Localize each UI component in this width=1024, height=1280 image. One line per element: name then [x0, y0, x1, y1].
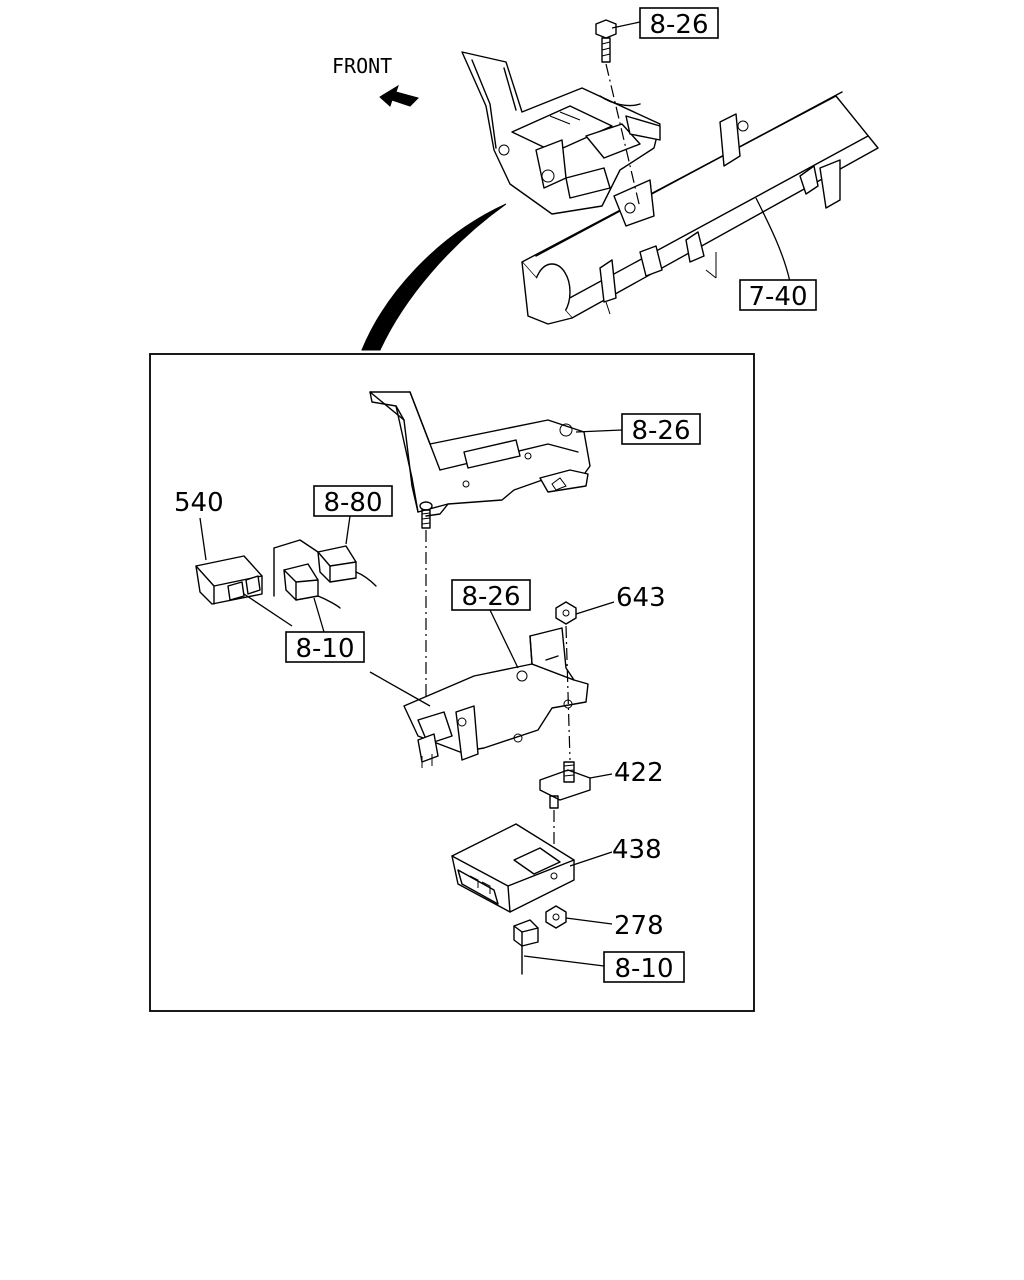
- callout-lower-bracket: 8-26: [451, 579, 531, 669]
- upper-bracket: [369, 391, 591, 517]
- callout-upper-nut: 643: [575, 583, 666, 615]
- svg-text:8-26: 8-26: [631, 416, 690, 446]
- front-indicator: FRONT: [332, 54, 419, 107]
- upper-nut: [555, 601, 577, 625]
- svg-text:643: 643: [616, 583, 666, 613]
- detail-arrow: [361, 203, 507, 351]
- svg-text:438: 438: [612, 835, 662, 865]
- callout-upper-bracket: 8-26: [575, 413, 701, 446]
- front-label: FRONT: [332, 54, 392, 78]
- front-arrow-icon: [379, 84, 419, 107]
- relay: [195, 555, 263, 605]
- bracket-screw: [419, 501, 433, 529]
- svg-text:7-40: 7-40: [748, 282, 807, 312]
- svg-text:8-26: 8-26: [461, 582, 520, 612]
- control-module: [451, 823, 575, 913]
- callout-crossmember: 7-40: [739, 197, 817, 312]
- svg-text:278: 278: [614, 911, 664, 941]
- stud-plate: [539, 761, 591, 809]
- callout-lower-nut: 278: [565, 911, 664, 941]
- svg-text:422: 422: [614, 758, 664, 788]
- callout-stud-plate: 422: [589, 758, 664, 788]
- callout-connector-lower: 8-10: [523, 951, 685, 984]
- lower-bracket: [403, 627, 589, 768]
- svg-text:8-10: 8-10: [614, 954, 673, 984]
- svg-text:8-80: 8-80: [323, 488, 382, 518]
- svg-text:8-26: 8-26: [649, 10, 708, 40]
- connector-pair: [273, 539, 377, 609]
- top-bolt: [595, 19, 617, 63]
- svg-text:540: 540: [174, 488, 224, 518]
- callout-top-bolt: 8-26: [611, 7, 719, 40]
- callout-module: 438: [569, 835, 662, 867]
- overview-bracket-assembly: [461, 51, 661, 227]
- lower-connector: [513, 919, 539, 975]
- lower-nut: [545, 905, 567, 929]
- svg-text:8-10: 8-10: [295, 634, 354, 664]
- callout-harness: 8-10: [243, 593, 431, 707]
- callout-connector-upper: 8-80: [313, 485, 393, 545]
- callout-relay: 540: [174, 488, 224, 561]
- crossmember-assembly: [521, 91, 879, 325]
- detail-frame: [149, 353, 755, 1012]
